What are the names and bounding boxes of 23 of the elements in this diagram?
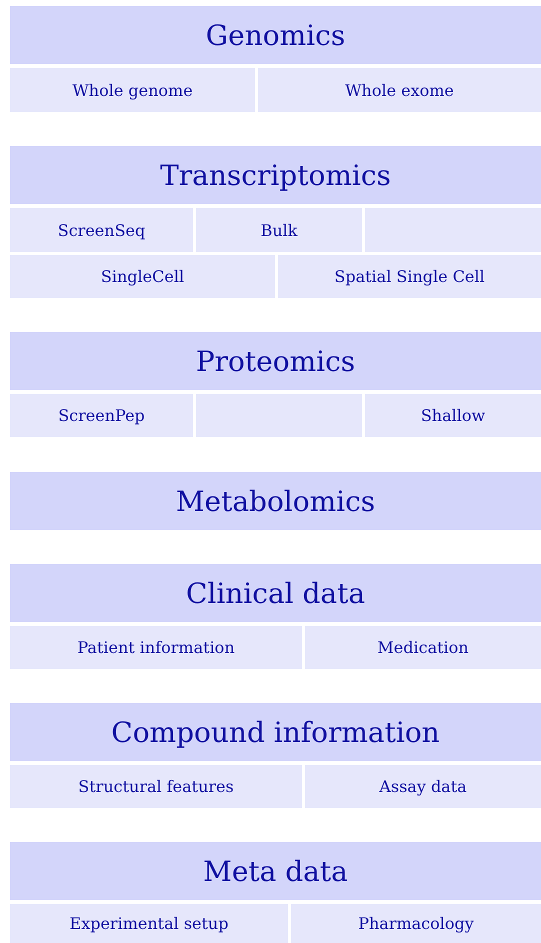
category-cell: SingleCell — [10, 255, 275, 298]
category-cell: Spatial Single Cell — [278, 255, 541, 298]
section-header: Transcriptomics — [10, 146, 541, 204]
category-cell: ScreenSeq — [10, 208, 193, 252]
category-cell: ScreenPep — [10, 394, 193, 437]
category-cell: Whole genome — [10, 68, 255, 112]
section-header: Metabolomics — [10, 472, 541, 530]
category-cell: Pharmacology — [291, 904, 541, 943]
category-cell: Patient information — [10, 626, 302, 669]
category-cell: Assay data — [305, 765, 541, 808]
category-cell: Structural features — [10, 765, 302, 808]
empty-cell — [365, 208, 541, 252]
category-cell: Experimental setup — [10, 904, 288, 943]
category-cell: Bulk — [196, 208, 362, 252]
section-header: Proteomics — [10, 332, 541, 390]
category-cell: Medication — [305, 626, 541, 669]
category-cell: Whole exome — [258, 68, 541, 112]
section-header: Compound information — [10, 703, 541, 761]
section-header: Meta data — [10, 842, 541, 900]
section-header: Genomics — [10, 6, 541, 64]
empty-cell — [196, 394, 362, 437]
category-cell: Shallow — [365, 394, 541, 437]
section-header: Clinical data — [10, 564, 541, 622]
